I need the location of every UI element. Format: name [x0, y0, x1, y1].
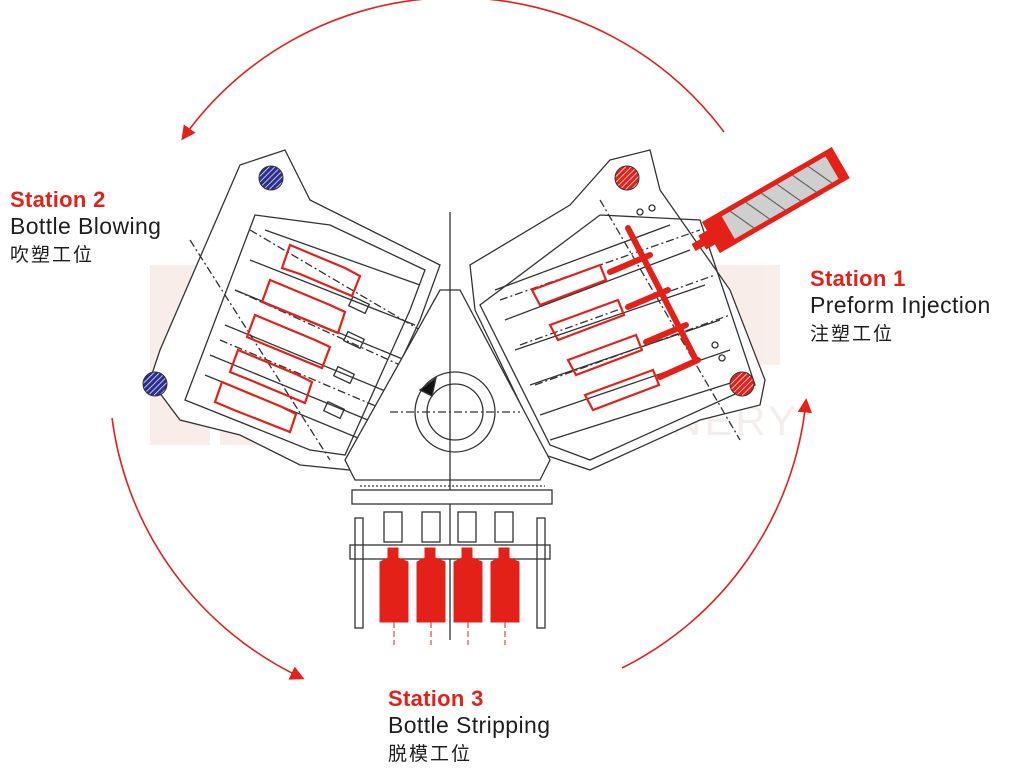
station-3-title: Station 3 [388, 686, 484, 711]
station-2-mold-block [149, 149, 441, 471]
station-3-description: Bottle Stripping [388, 712, 551, 738]
station-2-title: Station 2 [10, 187, 106, 212]
bolt-icon [142, 165, 284, 397]
rotary-platen [344, 212, 551, 640]
station-1-description: Preform Injection [810, 292, 991, 318]
station-1-label: Station 1 Preform Injection 注塑工位 [810, 268, 991, 344]
station-1-mold-block [469, 149, 766, 471]
station-3-chinese: 脱模工位 [388, 743, 473, 765]
station-1-chinese: 注塑工位 [810, 323, 895, 345]
stripped-bottles [379, 547, 520, 623]
station-2-label: Station 2 Bottle Blowing 吹塑工位 [10, 189, 161, 265]
hot-runner-manifold [607, 225, 701, 380]
station-2-description: Bottle Blowing [10, 213, 162, 239]
bottle-centerlines [393, 622, 506, 645]
bolt-icon [614, 165, 755, 397]
rotation-arrow-icon [111, 0, 813, 680]
station-1-title: Station 1 [810, 266, 906, 291]
blow-mold-cavities [213, 243, 362, 434]
injection-screw-icon [691, 147, 850, 254]
station-2-chinese: 吹塑工位 [10, 244, 95, 266]
station-3-label: Station 3 Bottle Stripping 脱模工位 [388, 688, 550, 764]
preform-cavities [530, 263, 661, 412]
